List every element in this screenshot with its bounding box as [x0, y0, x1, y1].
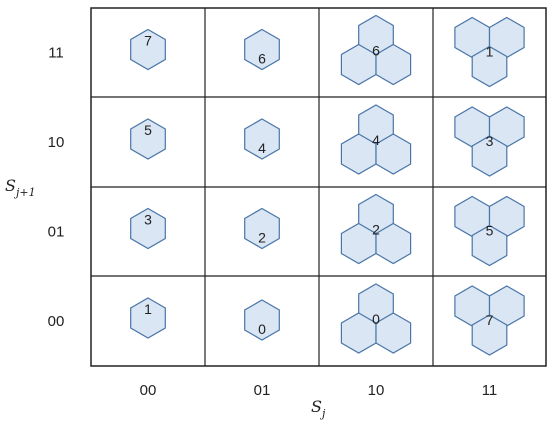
- y-tick-label: 00: [48, 313, 65, 330]
- cell-r2-c0: 3: [130, 207, 166, 250]
- hexagon-icon: [244, 207, 280, 250]
- x-axis-title: Sj: [311, 397, 326, 420]
- y-tick-label: 01: [48, 224, 65, 241]
- state-number: 1: [144, 301, 152, 317]
- hexagon-icon: [375, 43, 412, 86]
- state-number: 4: [372, 132, 380, 148]
- state-number: 7: [144, 33, 152, 49]
- hexagon-icon: [471, 135, 508, 177]
- state-number: 2: [258, 230, 266, 246]
- x-tick-label: 01: [254, 382, 271, 399]
- hexagon-icon: [471, 45, 508, 88]
- state-number: 6: [258, 51, 266, 67]
- hexagon-icon: [130, 28, 166, 71]
- state-number: 3: [144, 212, 152, 228]
- state-number: 3: [486, 133, 494, 149]
- state-number: 0: [258, 321, 266, 337]
- cell-r2-c1: 2: [244, 207, 280, 250]
- hexagon-cells: 7 6 6 1 5 4 4 3 3 2 2 5 1 0 0 7: [130, 14, 525, 356]
- state-number: 1: [486, 44, 494, 60]
- cell-r0-c3: 1: [454, 16, 525, 88]
- hexagon-icon: [130, 207, 166, 250]
- x-tick-label: 10: [368, 382, 385, 399]
- state-number: 2: [372, 222, 380, 238]
- cell-r0-c2: 6: [340, 14, 412, 86]
- y-tick-label: 10: [48, 134, 65, 151]
- y-axis-title: Sj+1: [5, 176, 36, 199]
- hexagon-icon: [130, 297, 166, 339]
- cell-r1-c3: 3: [454, 106, 525, 177]
- cell-r3-c1: 0: [244, 299, 280, 341]
- x-tick-label: 11: [482, 382, 498, 399]
- cell-r0-c0: 7: [130, 28, 166, 71]
- state-number: 0: [372, 311, 380, 327]
- state-number: 7: [486, 312, 494, 328]
- hexagon-icon: [375, 222, 412, 265]
- hexagon-icon: [375, 312, 412, 354]
- x-tick-label: 00: [140, 382, 157, 399]
- cell-r3-c3: 7: [454, 285, 525, 356]
- hexagon-icon: [130, 118, 166, 160]
- hexagon-icon: [244, 118, 280, 160]
- cell-r3-c0: 1: [130, 297, 166, 339]
- state-number: 6: [372, 43, 380, 59]
- grid-lines: [90, 7, 547, 367]
- cell-r1-c0: 5: [130, 118, 166, 160]
- hexagon-icon: [471, 314, 508, 356]
- y-tick-label: 11: [48, 45, 64, 62]
- hexagon-icon: [471, 224, 508, 267]
- cell-r1-c1: 4: [244, 118, 280, 160]
- cell-r2-c3: 5: [454, 195, 525, 267]
- state-number: 5: [486, 223, 494, 239]
- hexagon-icon: [244, 28, 280, 71]
- state-number: 4: [258, 140, 266, 156]
- state-number: 5: [144, 122, 152, 138]
- cell-r2-c2: 2: [340, 193, 412, 265]
- cell-r1-c2: 4: [340, 104, 412, 175]
- cell-r0-c1: 6: [244, 28, 280, 71]
- hexagon-icon: [375, 133, 412, 175]
- cell-r3-c2: 0: [340, 283, 412, 354]
- hexagon-icon: [244, 299, 280, 341]
